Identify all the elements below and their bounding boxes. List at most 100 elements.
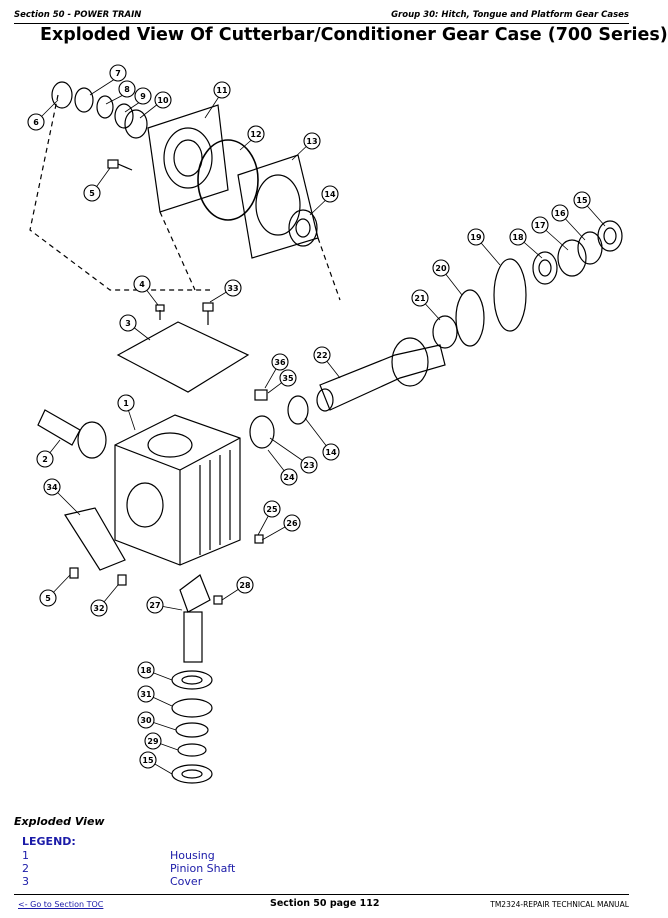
callout-label: 16 xyxy=(554,209,566,218)
callout-31: 31 xyxy=(137,685,155,703)
part-cover xyxy=(116,321,250,393)
callout-label: 27 xyxy=(149,601,160,610)
callout-label: 17 xyxy=(534,221,545,230)
callout-label: 5 xyxy=(45,594,51,603)
callout-label: 5 xyxy=(89,189,95,198)
callout-30: 30 xyxy=(137,711,155,729)
callout-label: 1 xyxy=(123,399,129,408)
callout-label: 20 xyxy=(435,264,447,273)
callout-label: 10 xyxy=(157,96,169,105)
callout-label: 4 xyxy=(139,280,145,289)
callout-32: 32 xyxy=(90,599,108,617)
callout-3: 3 xyxy=(119,314,137,332)
section-header: Section 50 - POWER TRAIN xyxy=(14,10,142,20)
callout-label: 33 xyxy=(227,284,238,293)
callout-35: 35 xyxy=(279,369,297,387)
legend-number: 1 xyxy=(22,849,29,862)
callout-1: 1 xyxy=(117,394,135,412)
callout-23: 23 xyxy=(300,456,318,474)
manual-title: TM2324-REPAIR TECHNICAL MANUAL xyxy=(490,900,629,909)
callout-5: 5 xyxy=(39,589,57,607)
callout-26: 26 xyxy=(283,514,301,532)
part-seal xyxy=(51,81,73,109)
group-header: Group 30: Hitch, Tongue and Platform Gea… xyxy=(391,10,629,20)
callout-7: 7 xyxy=(109,64,127,82)
callout-6: 6 xyxy=(27,113,45,131)
callout-label: 24 xyxy=(283,473,295,482)
callout-22: 22 xyxy=(313,346,331,364)
callout-18: 18 xyxy=(509,228,527,246)
page-number: Section 50 page 112 xyxy=(270,898,380,909)
footer-divider xyxy=(14,894,629,895)
part-housing xyxy=(114,414,241,566)
callout-label: 7 xyxy=(115,69,121,78)
callout-21: 21 xyxy=(411,289,429,307)
callout-label: 34 xyxy=(46,483,58,492)
legend-number: 3 xyxy=(22,875,29,888)
callout-label: 25 xyxy=(266,505,278,514)
callout-label: 30 xyxy=(140,716,152,725)
callout-11: 11 xyxy=(213,81,231,99)
callout-label: 36 xyxy=(274,358,286,367)
callout-label: 18 xyxy=(140,666,152,675)
callout-label: 28 xyxy=(239,581,251,590)
callout-label: 26 xyxy=(286,519,298,528)
callout-label: 3 xyxy=(125,319,131,328)
callout-label: 19 xyxy=(470,233,482,242)
callout-label: 6 xyxy=(33,118,39,127)
callout-label: 29 xyxy=(147,737,159,746)
callout-24: 24 xyxy=(280,468,298,486)
callout-25: 25 xyxy=(263,500,281,518)
callout-5: 5 xyxy=(83,184,101,202)
callout-label: 32 xyxy=(93,604,104,613)
legend-heading: LEGEND: xyxy=(22,835,76,848)
callout-36: 36 xyxy=(271,353,289,371)
callout-label: 14 xyxy=(325,448,337,457)
callout-16: 16 xyxy=(551,204,569,222)
callout-19: 19 xyxy=(467,228,485,246)
callout-label: 22 xyxy=(316,351,327,360)
callout-14: 14 xyxy=(321,185,339,203)
callout-label: 18 xyxy=(512,233,524,242)
callout-label: 35 xyxy=(282,374,294,383)
callout-2: 2 xyxy=(36,450,54,468)
legend-description: Cover xyxy=(170,875,203,888)
callout-label: 21 xyxy=(414,294,426,303)
callout-label: 31 xyxy=(140,690,152,699)
exploded-view-diagram: 1234556789101112131414151516171818192021… xyxy=(27,64,623,784)
callout-label: 15 xyxy=(576,196,588,205)
section-toc-link[interactable]: <- Go to Section TOC xyxy=(18,900,104,909)
diagram-caption: Exploded View xyxy=(14,815,105,828)
callout-label: 11 xyxy=(216,86,228,95)
callout-27: 27 xyxy=(146,596,164,614)
callout-33: 33 xyxy=(224,279,242,297)
callout-10: 10 xyxy=(154,91,172,109)
callout-4: 4 xyxy=(133,275,151,293)
legend-number: 2 xyxy=(22,862,29,875)
callout-9: 9 xyxy=(134,87,152,105)
part-flange xyxy=(147,104,229,213)
callout-8: 8 xyxy=(118,80,136,98)
callout-label: 9 xyxy=(140,92,146,101)
callout-20: 20 xyxy=(432,259,450,277)
callout-15: 15 xyxy=(573,191,591,209)
callout-label: 23 xyxy=(303,461,314,470)
callout-13: 13 xyxy=(303,132,321,150)
legend-description: Pinion Shaft xyxy=(170,862,236,875)
callout-label: 14 xyxy=(324,190,336,199)
header-divider xyxy=(14,23,629,24)
callout-label: 12 xyxy=(250,130,261,139)
callout-14: 14 xyxy=(322,443,340,461)
callout-15: 15 xyxy=(139,751,157,769)
callout-label: 8 xyxy=(124,85,130,94)
page-title: Exploded View Of Cutterbar/Conditioner G… xyxy=(40,25,668,45)
callout-12: 12 xyxy=(247,125,265,143)
callout-label: 2 xyxy=(42,455,48,464)
callout-29: 29 xyxy=(144,732,162,750)
callout-18: 18 xyxy=(137,661,155,679)
callout-label: 13 xyxy=(306,137,317,146)
legend-description: Housing xyxy=(170,849,215,862)
callout-28: 28 xyxy=(236,576,254,594)
callout-17: 17 xyxy=(531,216,549,234)
callout-34: 34 xyxy=(43,478,61,496)
